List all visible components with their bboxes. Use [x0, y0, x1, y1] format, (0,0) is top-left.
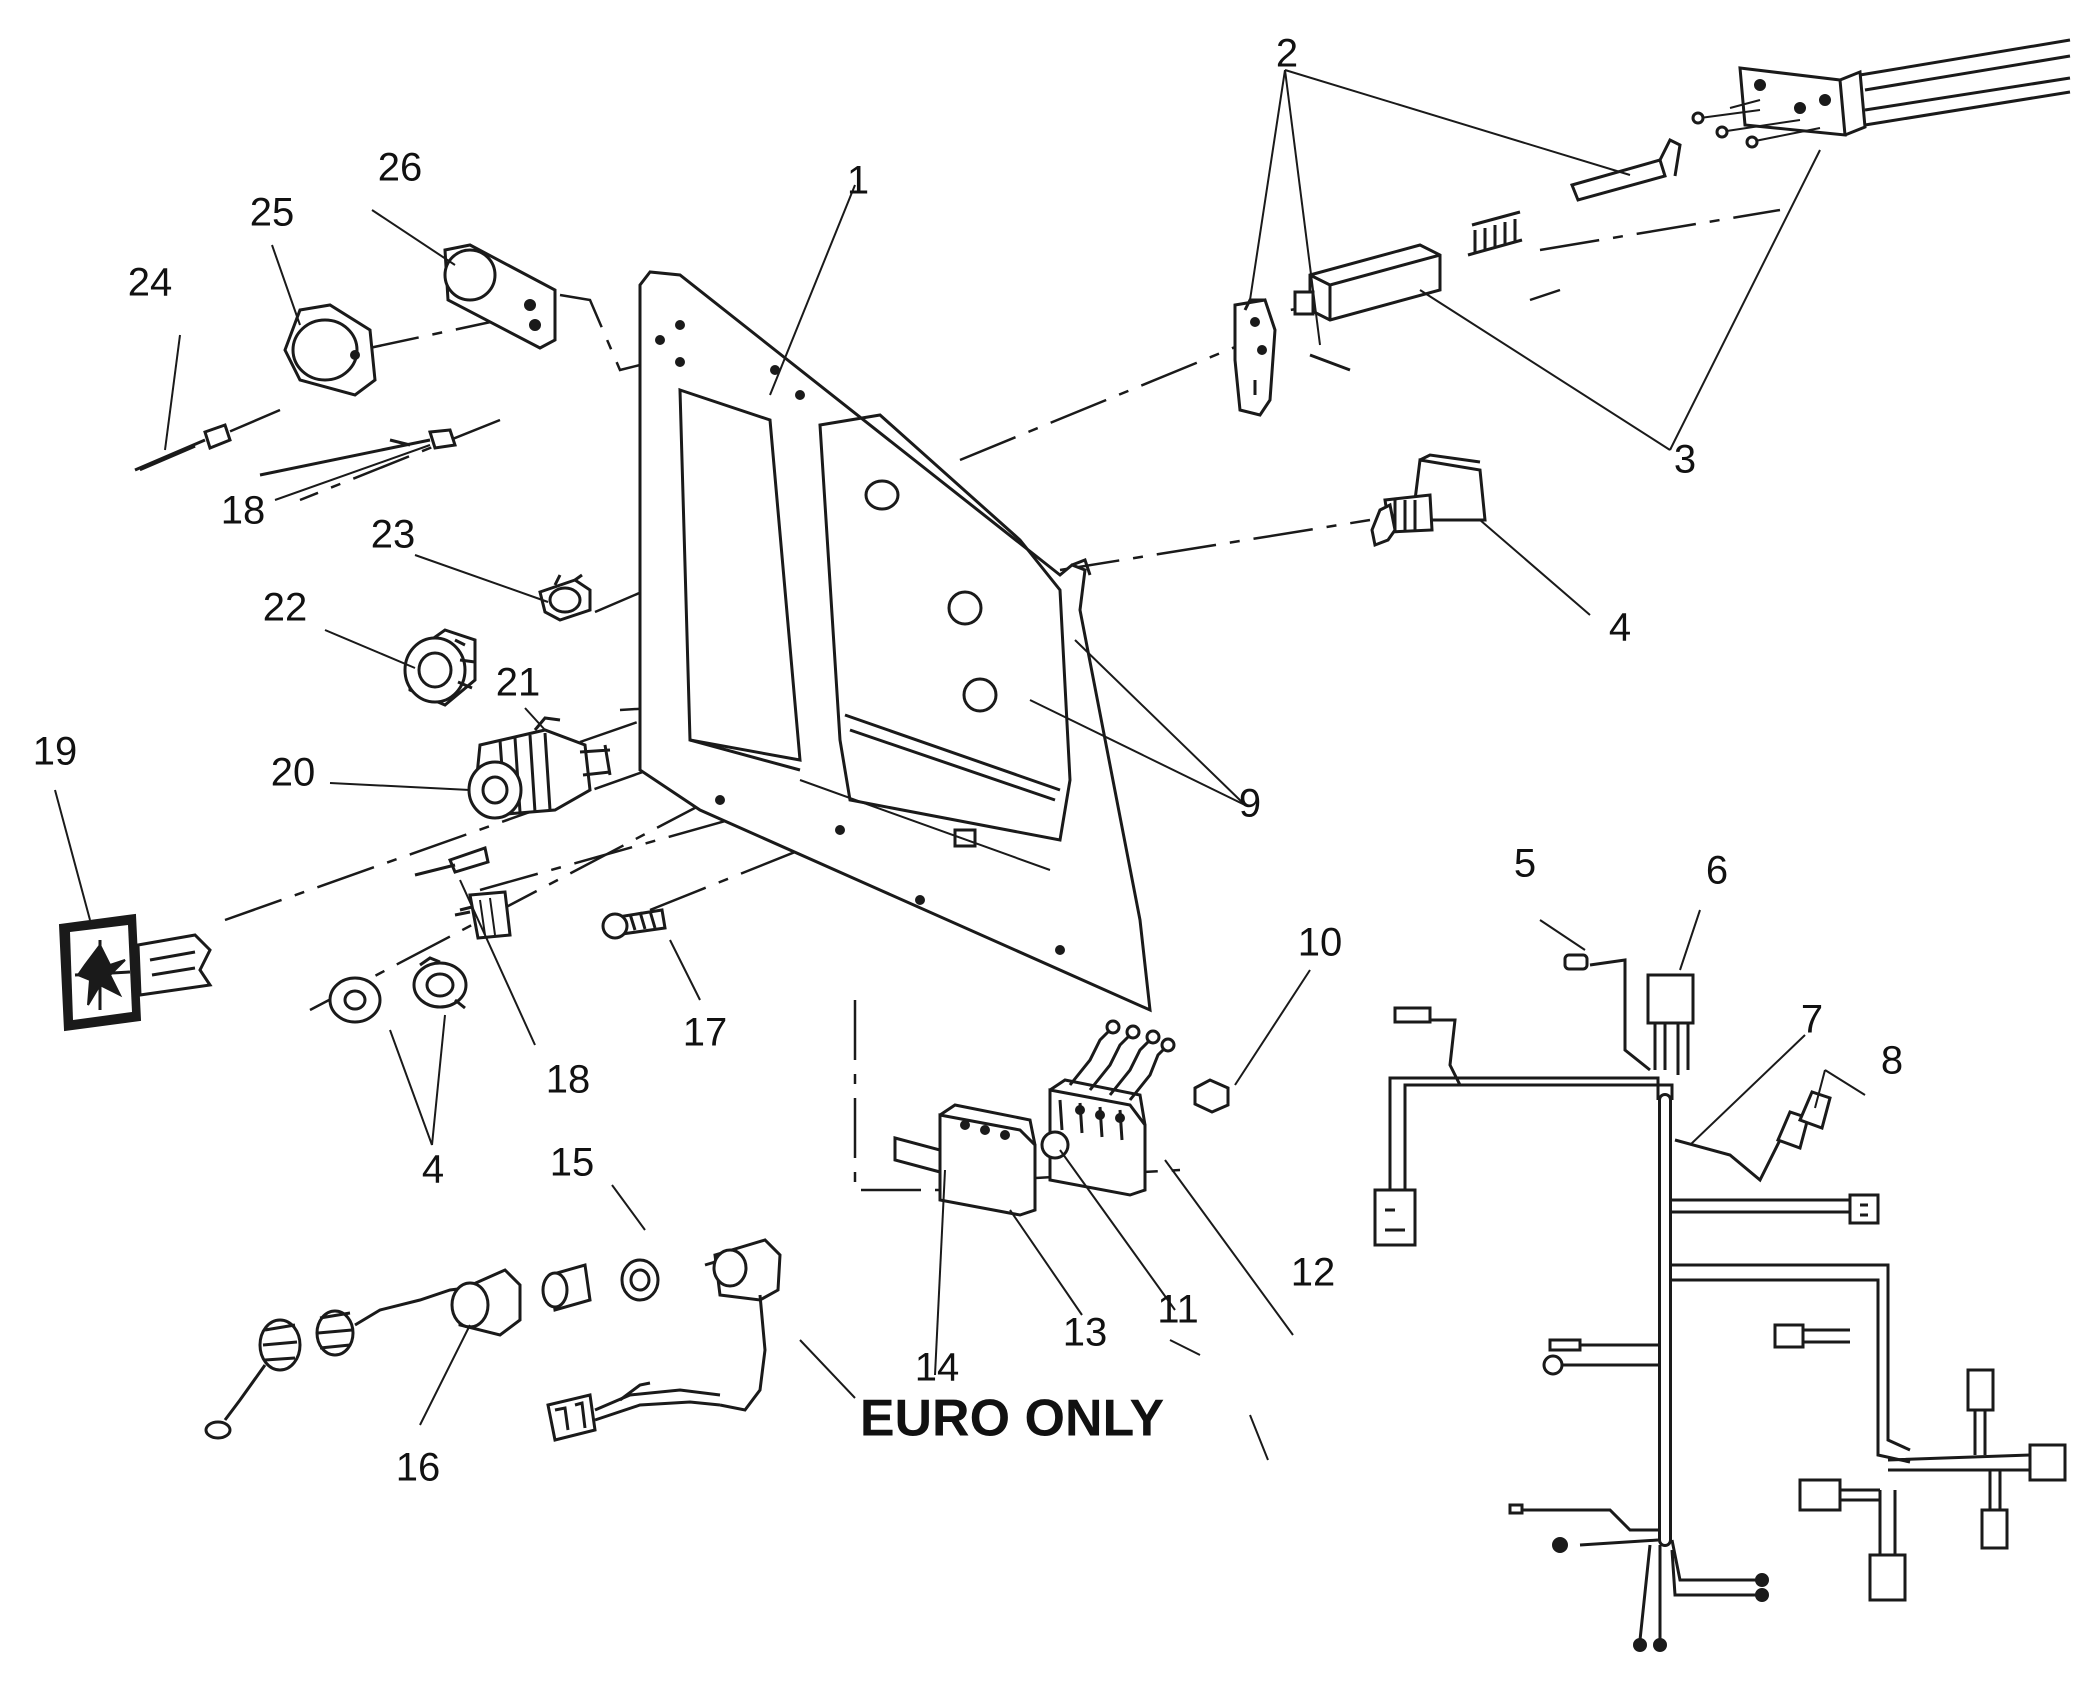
part-labels: 1 2 3 4 4 5 6 7 8 9 10 11 12 13 14 15 16…	[33, 32, 1903, 1490]
label-part-26: 26	[378, 146, 423, 190]
label-part-7: 7	[1801, 998, 1823, 1042]
label-part-18-top: 18	[221, 489, 266, 533]
label-part-9: 9	[1239, 782, 1261, 826]
label-part-16: 16	[396, 1446, 441, 1490]
leader-lines	[54, 69, 1866, 1461]
label-part-4-toggle: 4	[1609, 606, 1631, 650]
label-part-20: 20	[271, 751, 316, 795]
label-part-17: 17	[683, 1011, 728, 1055]
label-part-12: 12	[1291, 1251, 1336, 1295]
label-part-10: 10	[1298, 921, 1343, 965]
euro-parts	[204, 1238, 782, 1442]
left-parts	[58, 243, 667, 1032]
label-part-24: 24	[128, 261, 173, 305]
terminal-blocks	[893, 1019, 1230, 1217]
label-part-13: 13	[1063, 1311, 1108, 1355]
label-part-8: 8	[1881, 1039, 1903, 1083]
label-part-15: 15	[550, 1141, 595, 1185]
label-part-25: 25	[250, 191, 295, 235]
label-part-19: 19	[33, 730, 78, 774]
label-part-18-bottom: 18	[546, 1058, 591, 1102]
switch-assembly-top	[1233, 38, 2071, 417]
label-part-6: 6	[1706, 849, 1728, 893]
label-part-11: 11	[1157, 1288, 1199, 1332]
label-part-22: 22	[263, 586, 308, 630]
toggle-switch	[1370, 453, 1487, 548]
label-part-4-nut: 4	[422, 1148, 444, 1192]
label-part-14: 14	[915, 1346, 960, 1390]
label-part-3: 3	[1674, 438, 1696, 482]
label-part-1: 1	[847, 159, 869, 203]
label-part-23: 23	[371, 513, 416, 557]
dash-panel	[638, 270, 1152, 1013]
label-part-2: 2	[1276, 32, 1298, 76]
euro-only-note: EURO ONLY	[860, 1390, 1164, 1448]
label-part-5: 5	[1514, 842, 1536, 886]
wiring-harness	[1373, 953, 2067, 1652]
label-part-21: 21	[496, 661, 541, 705]
